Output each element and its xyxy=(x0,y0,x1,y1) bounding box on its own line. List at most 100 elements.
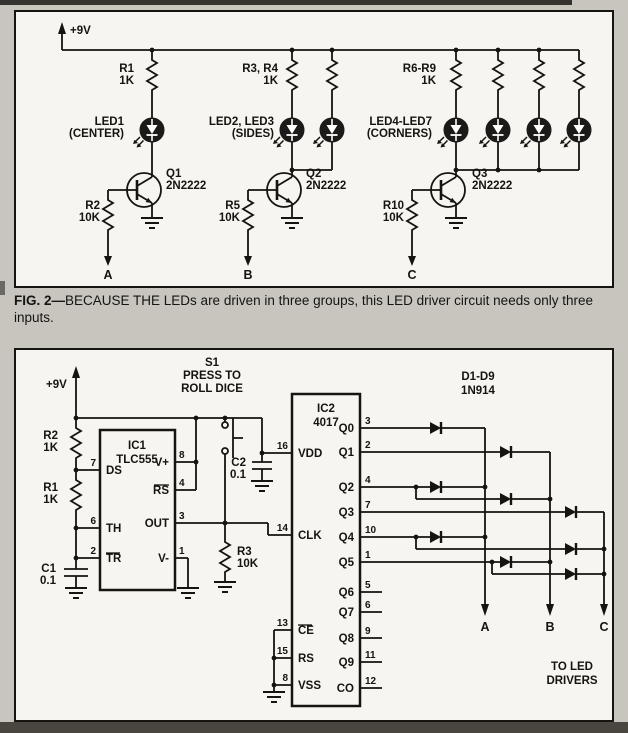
led1-icon xyxy=(132,117,165,149)
led7-icon xyxy=(559,117,592,149)
resistor-r1 xyxy=(146,55,158,95)
diode-matrix: Q0 3 Q1 2 Q2 4 Q3 7 Q4 10 Q5 1 Q6 5 Q7 6… xyxy=(337,371,607,695)
timer-left-chain: R2 1K R1 1K C1 0.1 xyxy=(40,418,100,599)
wires xyxy=(484,428,605,606)
ic2-counter: IC2 4017 16 VDD 14 CLK 13 CE 15 RS 8 VSS xyxy=(262,392,362,708)
led2-icon xyxy=(272,117,305,149)
diode-icon xyxy=(428,479,443,495)
caption-figure-number: FIG. 2— xyxy=(14,293,66,308)
r1-label: R1 xyxy=(119,63,134,75)
c2-decoupling: C2 0.1 xyxy=(230,453,274,492)
pin-q8-label: Q8 xyxy=(339,633,355,645)
pin-ds-number: 7 xyxy=(90,458,96,469)
r1-value: 1K xyxy=(119,75,134,87)
r6r9-value: 1K xyxy=(421,75,436,87)
input-a-label: A xyxy=(103,268,112,282)
supply-label: +9V xyxy=(70,25,91,37)
rail-wire xyxy=(61,32,579,51)
led1-sub: (CENTER) xyxy=(69,128,124,140)
r10-value: 10K xyxy=(383,212,405,224)
resistor-r8 xyxy=(533,55,545,95)
resistor-r5 xyxy=(242,195,254,235)
ground-icon xyxy=(280,217,304,229)
r3r4-value: 1K xyxy=(263,75,278,87)
c2-value: 0.1 xyxy=(230,469,247,481)
scan-edge-mark xyxy=(0,281,5,295)
input-b-label: B xyxy=(243,268,252,282)
ground-icon xyxy=(444,217,468,229)
pin-th-label: TH xyxy=(106,523,121,535)
diode-icon xyxy=(498,444,513,460)
fig2-schematic: +9V R1 1K LED1 (CENTER) Q1 2N2222 R2 10K… xyxy=(58,22,592,282)
q2-label: Q2 xyxy=(306,168,321,180)
driver-group-corners: R6-R9 1K LED4-LED7 (CORNERS) Q3 2N2222 R… xyxy=(367,50,592,282)
figure-caption: FIG. 2—BECAUSE THE LEDs are driven in th… xyxy=(14,292,612,326)
junction-dots xyxy=(413,484,607,577)
led23-label: LED2, LED3 xyxy=(209,116,274,128)
pin-q9-number: 11 xyxy=(365,650,376,661)
to-led-line1: TO LED xyxy=(551,661,593,673)
c1-label: C1 xyxy=(41,563,56,575)
led47-sub: (CORNERS) xyxy=(367,128,432,140)
r5-value: 10K xyxy=(219,212,241,224)
pin-co-number: 12 xyxy=(365,676,377,687)
resistor-r7 xyxy=(492,55,504,95)
s1-action-line2: ROLL DICE xyxy=(181,383,243,395)
s1-label: S1 xyxy=(205,357,220,369)
pin-ds-label: DS xyxy=(106,465,122,477)
pin-q7-number: 6 xyxy=(365,600,371,611)
ic1-body xyxy=(98,428,177,592)
pin-vss-number: 8 xyxy=(282,673,288,684)
pin-q5-number: 1 xyxy=(365,550,371,561)
roll-switch: S1 PRESS TO ROLL DICE xyxy=(181,357,243,523)
junction-dot xyxy=(289,167,295,173)
resistor-r4 xyxy=(326,55,338,95)
junction-dots xyxy=(271,655,277,688)
r1-value: 1K xyxy=(43,494,58,506)
s1-action-line1: PRESS TO xyxy=(183,370,241,382)
junction-dots xyxy=(73,415,265,456)
r3r4-label: R3, R4 xyxy=(242,63,278,75)
r2-label: R2 xyxy=(43,430,58,442)
r5-label: R5 xyxy=(225,200,240,212)
ground-icon xyxy=(176,587,200,599)
wires xyxy=(224,418,243,523)
to-led-line2: DRIVERS xyxy=(546,675,597,687)
switch-contact xyxy=(221,447,229,455)
pin-rs-label: RS xyxy=(153,485,169,497)
pin-q2-label: Q2 xyxy=(339,482,354,494)
led47-label: LED4-LED7 xyxy=(369,116,432,128)
led1-label: LED1 xyxy=(95,116,125,128)
pin-vminus-number: 1 xyxy=(179,546,185,557)
pin-co-label: CO xyxy=(337,683,354,695)
pin-q8-number: 9 xyxy=(365,626,371,637)
power-rail: +9V xyxy=(58,22,579,53)
r2-value: 10K xyxy=(79,212,101,224)
scan-edge-top xyxy=(0,0,572,5)
pin-vplus-label: V+ xyxy=(155,457,170,469)
r2-value: 1K xyxy=(43,442,58,454)
pin-q6-label: Q6 xyxy=(339,587,354,599)
input-b-arrow-icon xyxy=(244,256,252,266)
q2-part: 2N2222 xyxy=(306,180,346,192)
supply-label: +9V xyxy=(46,379,67,391)
diode-icon xyxy=(563,541,578,557)
ic1-timer: IC1 TLC555 7 DS 6 TH 2 TR 8 V+ 4 RS 3 OU… xyxy=(90,418,200,599)
driver-group-sides: R3, R4 1K LED2, LED3 (SIDES) Q2 2N2222 R… xyxy=(209,50,346,282)
output-buses: A B C TO LED DRIVERS xyxy=(480,428,609,687)
ic2-part: 4017 xyxy=(313,417,339,429)
scan-edge-bottom xyxy=(0,722,628,733)
junction-dot xyxy=(222,520,228,526)
c1-value: 0.1 xyxy=(40,575,57,587)
diode-icon xyxy=(498,554,513,570)
diodes-label: D1-D9 xyxy=(461,371,494,383)
output-b-arrow-icon xyxy=(546,604,554,616)
junction-dot xyxy=(193,459,199,465)
switch-contact xyxy=(221,421,229,429)
wires xyxy=(175,522,292,582)
resistor-r2 xyxy=(102,195,114,235)
resistor-r6 xyxy=(450,55,462,95)
resistor-r3 xyxy=(219,537,231,577)
wires xyxy=(411,50,580,256)
pin-q6-number: 5 xyxy=(365,580,371,591)
